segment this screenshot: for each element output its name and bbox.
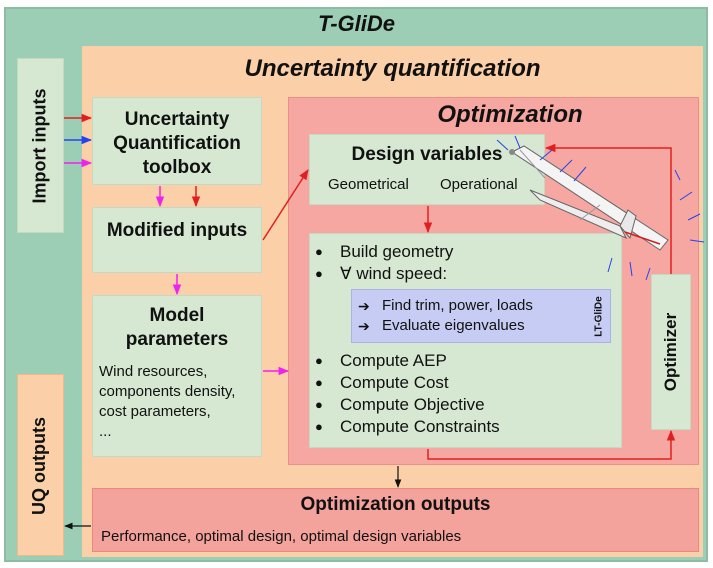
process-step: Compute AEP	[310, 350, 500, 372]
modified-inputs-box: Modified inputs	[92, 207, 262, 273]
uncertainty-quantification-title: Uncertainty quantification	[244, 55, 541, 82]
uq-outputs-box: UQ outputs	[17, 374, 64, 556]
operational-label: Operational	[440, 176, 518, 193]
process-steps-bottom: Compute AEP Compute Cost Compute Objecti…	[310, 350, 500, 438]
process-to-optimizer-arrow	[427, 429, 676, 460]
optimization-outputs-title: Optimization outputs	[300, 494, 491, 515]
model-parameter-item: components density,	[99, 383, 236, 400]
optimizer-box: Optimizer	[651, 274, 691, 430]
model-parameters-box: Model parameters Wind resources, compone…	[92, 295, 262, 457]
geometrical-label: Geometrical	[328, 176, 409, 193]
model-parameter-item: Wind resources,	[99, 363, 208, 380]
model-parameters-list: Wind resources, components density, cost…	[99, 362, 261, 442]
import-inputs-box: Import inputs	[17, 58, 64, 233]
process-step: Build geometry	[310, 241, 621, 263]
modified-to-design-arrow	[262, 169, 309, 241]
process-step: ∀ wind speed:	[310, 263, 621, 285]
optimization-outputs-subtitle: Performance, optimal design, optimal des…	[101, 528, 462, 545]
process-step: Compute Objective	[310, 394, 500, 416]
optimization-title: Optimization	[437, 101, 583, 128]
process-steps-top: Build geometry ∀ wind speed:	[310, 241, 621, 285]
model-parameter-item: ...	[99, 423, 112, 440]
glider-icon	[496, 135, 705, 281]
model-parameter-item: cost parameters,	[99, 403, 211, 420]
design-variables-title: Design variables	[351, 144, 503, 165]
uq-toolbox-box: Uncertainty Quantification toolbox	[92, 97, 262, 185]
optimization-outputs-box: Optimization outputs Performance, optima…	[92, 488, 699, 552]
lt-glide-steps: Find trim, power, loads Evaluate eigenva…	[352, 296, 610, 336]
model-parameters-title: Model parameters	[125, 305, 229, 350]
lt-glide-step: Evaluate eigenvalues	[352, 316, 610, 336]
process-step: Compute Cost	[310, 372, 500, 394]
lt-glide-step: Find trim, power, loads	[352, 296, 610, 316]
lt-glide-box: Find trim, power, loads Evaluate eigenva…	[351, 289, 611, 343]
t-glide-title: T-GliDe	[317, 11, 395, 36]
process-step: Compute Constraints	[310, 416, 500, 438]
optimizer-to-design-arrow	[544, 143, 672, 274]
design-variables-box: Design variables Geometrical Operational	[309, 134, 545, 205]
